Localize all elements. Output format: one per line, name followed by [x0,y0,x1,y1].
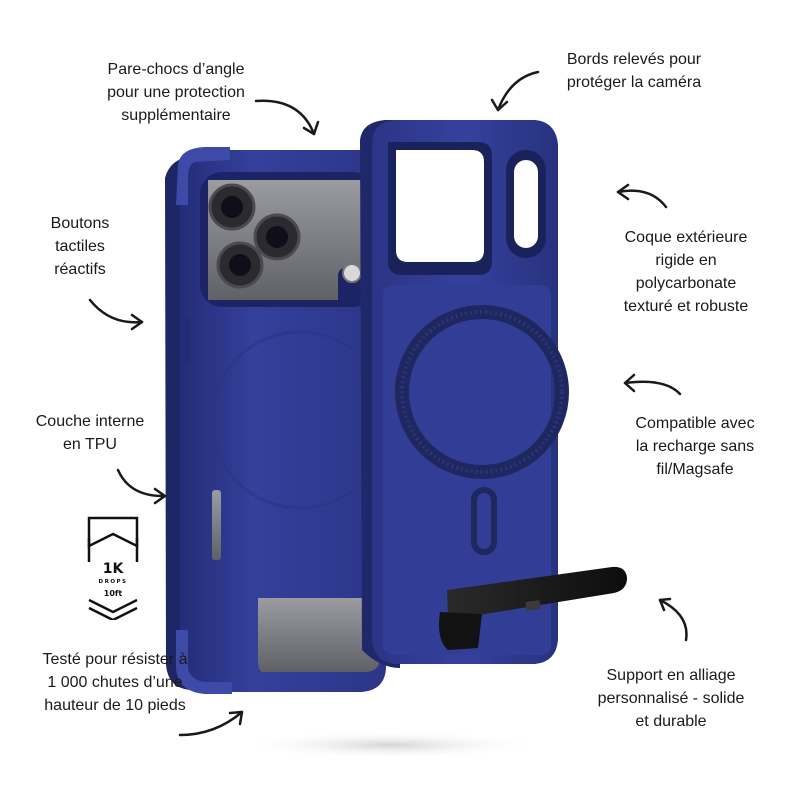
camera-window [396,150,484,262]
drop-test-badge-icon: 1K DROPS 10ft [87,516,139,620]
arrow-magsafe [623,380,682,396]
callout-magsafe: Compatible avec la recharge sans fil/Mag… [620,412,770,481]
callout-line: Boutons [50,215,110,232]
callout-line: Testé pour résister à [42,651,188,668]
arrow-corner-bumpers [254,99,316,136]
callout-line: la recharge sans [635,438,755,455]
callout-hard-shell: Coque extérieure rigide en polycarbonate… [606,226,766,318]
callout-line: supplémentaire [121,107,231,124]
callout-line: Compatible avec [635,415,755,432]
side-button [212,490,221,560]
callout-line: réactifs [54,261,106,278]
badge-height-text: 10ft [104,589,123,598]
callout-line: rigide en [655,252,717,269]
side-button [183,318,191,363]
callout-line: 1 000 chutes d’une [47,674,183,691]
arrow-tpu-layer [116,468,167,498]
callout-line: et durable [635,713,707,730]
callout-line: tactiles [55,238,105,255]
callout-kickstand: Support en alliage personnalisé - solide… [576,664,766,733]
callout-line: en TPU [63,436,117,453]
arrow-hard-shell [616,189,668,209]
arrow-drop-tested [178,710,244,737]
callout-line: hauteur de 10 pieds [44,697,186,714]
callout-line: personnalisé - solide [597,690,745,707]
flash [342,263,362,283]
floor-shadow [240,731,540,759]
badge-big-text: 1K [103,561,125,577]
arrow-tactile-buttons [88,298,144,324]
badge-small-text: DROPS [99,579,128,585]
callout-line: polycarbonate [635,275,737,292]
stand-recess [258,598,380,672]
empty-case [360,120,627,668]
arrow-kickstand [658,598,688,642]
callout-raised-edges: Bords relevés pour protéger la caméra [548,48,720,94]
callout-corner-bumpers: Pare-chocs d’angle pour une protection s… [92,58,260,127]
callout-tpu-layer: Couche interne en TPU [22,410,158,456]
callout-line: fil/Magsafe [656,461,734,478]
corner-bumper [176,630,232,694]
kickstand [447,566,627,620]
callout-line: texturé et robuste [623,298,749,315]
callout-line: pour une protection [107,84,245,101]
arrow-raised-edges [496,70,540,112]
callout-line: Support en alliage [606,667,736,684]
callout-drop-tested: Testé pour résister à 1 000 chutes d’une… [20,648,210,717]
phone-with-case [165,147,390,694]
callout-line: protéger la caméra [566,74,702,91]
callout-line: Coque extérieure [624,229,748,246]
callout-line: Bords relevés pour [566,51,702,68]
callout-line: Couche interne [35,413,145,430]
callout-tactile-buttons: Boutons tactiles réactifs [30,212,130,281]
callout-line: Pare-chocs d’angle [107,61,245,78]
corner-bumper [176,147,230,205]
magsafe-alignment [471,487,497,555]
